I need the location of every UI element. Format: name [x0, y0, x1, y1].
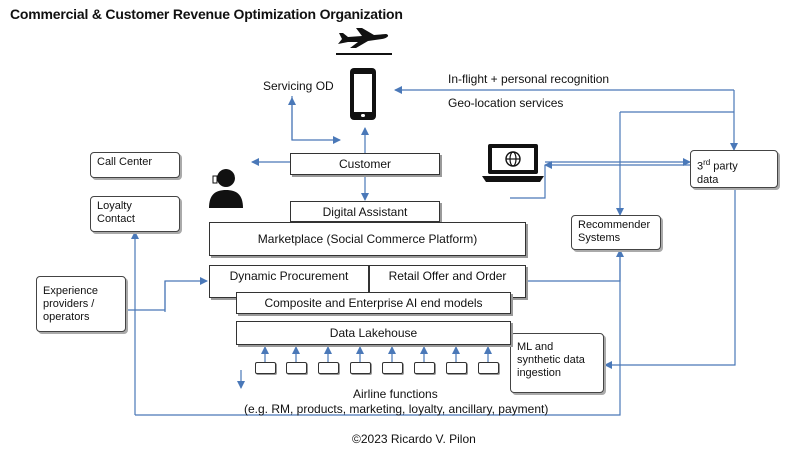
laptop-globe-icon [482, 144, 544, 182]
composite-ai-box: Composite and Enterprise AI end models [236, 292, 511, 314]
marketplace-box: Marketplace (Social Commerce Platform) [209, 222, 526, 256]
call-agent-icon [209, 167, 243, 208]
inflight-label: In-flight + personal recognition [448, 72, 610, 86]
experience-line3: operators [43, 311, 90, 323]
recommender-line1: Recommender [578, 219, 651, 231]
airline-functions-label: Airline functions [353, 387, 438, 401]
ml-line2: synthetic data [517, 354, 585, 366]
source-box [286, 362, 307, 374]
ml-ingestion-card: ML and synthetic data ingestion [510, 333, 604, 393]
source-box [255, 362, 276, 374]
experience-providers-card: Experience providers / operators [36, 276, 126, 332]
experience-line2: providers / [43, 298, 95, 310]
call-center-card: Call Center [90, 152, 180, 178]
third-party-num: 3 [697, 160, 704, 173]
customer-box: Customer [290, 153, 440, 175]
geolocation-label: Geo-location services [448, 96, 564, 110]
copyright: ©2023 Ricardo V. Pilon [352, 432, 476, 446]
diagram-title: Commercial & Customer Revenue Optimizati… [10, 6, 403, 22]
recommender-systems-card: Recommender Systems [571, 215, 661, 250]
experience-line1: Experience [43, 285, 99, 297]
airplane-icon [338, 28, 389, 48]
source-box [318, 362, 339, 374]
ml-line1: ML and [517, 341, 554, 353]
smartphone-icon [350, 68, 376, 120]
third-party-line1: 3rd party [697, 156, 771, 174]
servicing-od-label: Servicing OD [263, 79, 334, 93]
source-box [414, 362, 435, 374]
digital-assistant-box: Digital Assistant [290, 201, 440, 222]
airline-functions-detail: (e.g. RM, products, marketing, loyalty, … [244, 402, 549, 416]
third-party-rest: party [710, 160, 738, 173]
source-box [382, 362, 403, 374]
source-box [350, 362, 371, 374]
loyalty-line2: Contact [97, 213, 135, 225]
data-lakehouse-box: Data Lakehouse [236, 321, 511, 345]
recommender-line2: Systems [578, 232, 621, 244]
third-party-sup: rd [703, 158, 711, 167]
third-party-data-card: 3rd party data [690, 150, 778, 188]
third-party-line2: data [697, 173, 719, 186]
call-center-label: Call Center [97, 156, 153, 168]
source-box [478, 362, 499, 374]
loyalty-contact-card: Loyalty Contact [90, 196, 180, 232]
source-box [446, 362, 467, 374]
ml-line3: ingestion [517, 367, 562, 379]
airplane-ground-line [336, 53, 392, 55]
loyalty-line1: Loyalty [97, 200, 132, 212]
